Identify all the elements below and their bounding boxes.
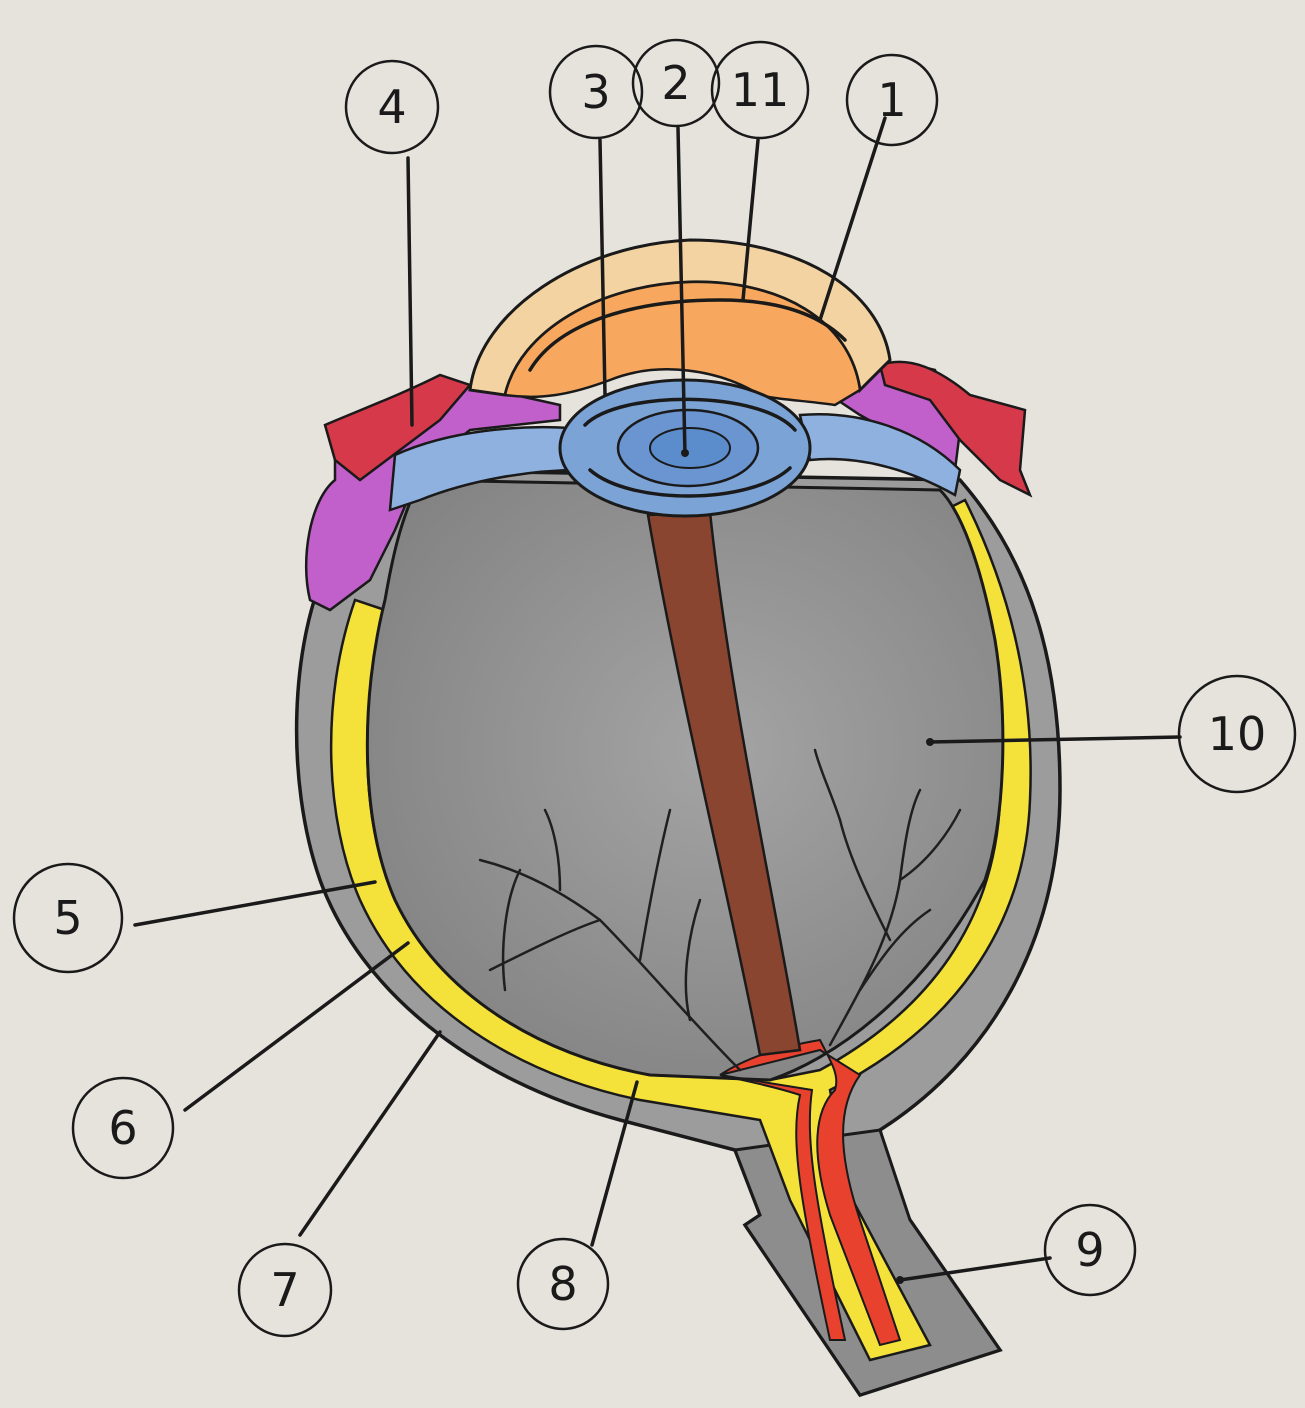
label-1-text: 1 — [877, 73, 906, 127]
label-3-text: 3 — [581, 65, 610, 119]
leader-6 — [185, 943, 408, 1110]
label-2-text: 2 — [661, 56, 690, 110]
label-6: 6 — [73, 1078, 173, 1178]
label-9: 9 — [1045, 1205, 1135, 1295]
leader-4 — [408, 158, 412, 425]
marker-dot-10 — [926, 738, 934, 746]
marker-dot-9 — [896, 1276, 904, 1284]
label-4-text: 4 — [377, 80, 406, 134]
label-4: 4 — [346, 61, 438, 153]
label-10: 10 — [1179, 676, 1295, 792]
leader-1 — [820, 118, 885, 320]
label-2: 2 — [633, 40, 719, 126]
leader-7 — [300, 1032, 440, 1235]
label-11-text: 11 — [731, 63, 790, 117]
label-9-text: 9 — [1075, 1223, 1104, 1277]
label-1: 1 — [847, 55, 937, 145]
label-10-text: 10 — [1208, 707, 1267, 761]
label-7-text: 7 — [270, 1263, 299, 1317]
marker-dot-2 — [681, 449, 689, 457]
label-8-text: 8 — [548, 1257, 577, 1311]
lens-nucleus — [650, 428, 730, 468]
label-5: 5 — [14, 864, 122, 972]
label-11: 11 — [712, 42, 808, 138]
label-5-text: 5 — [53, 891, 82, 945]
label-6-text: 6 — [108, 1101, 137, 1155]
label-7: 7 — [239, 1244, 331, 1336]
label-3: 3 — [550, 46, 642, 138]
label-8: 8 — [518, 1239, 608, 1329]
